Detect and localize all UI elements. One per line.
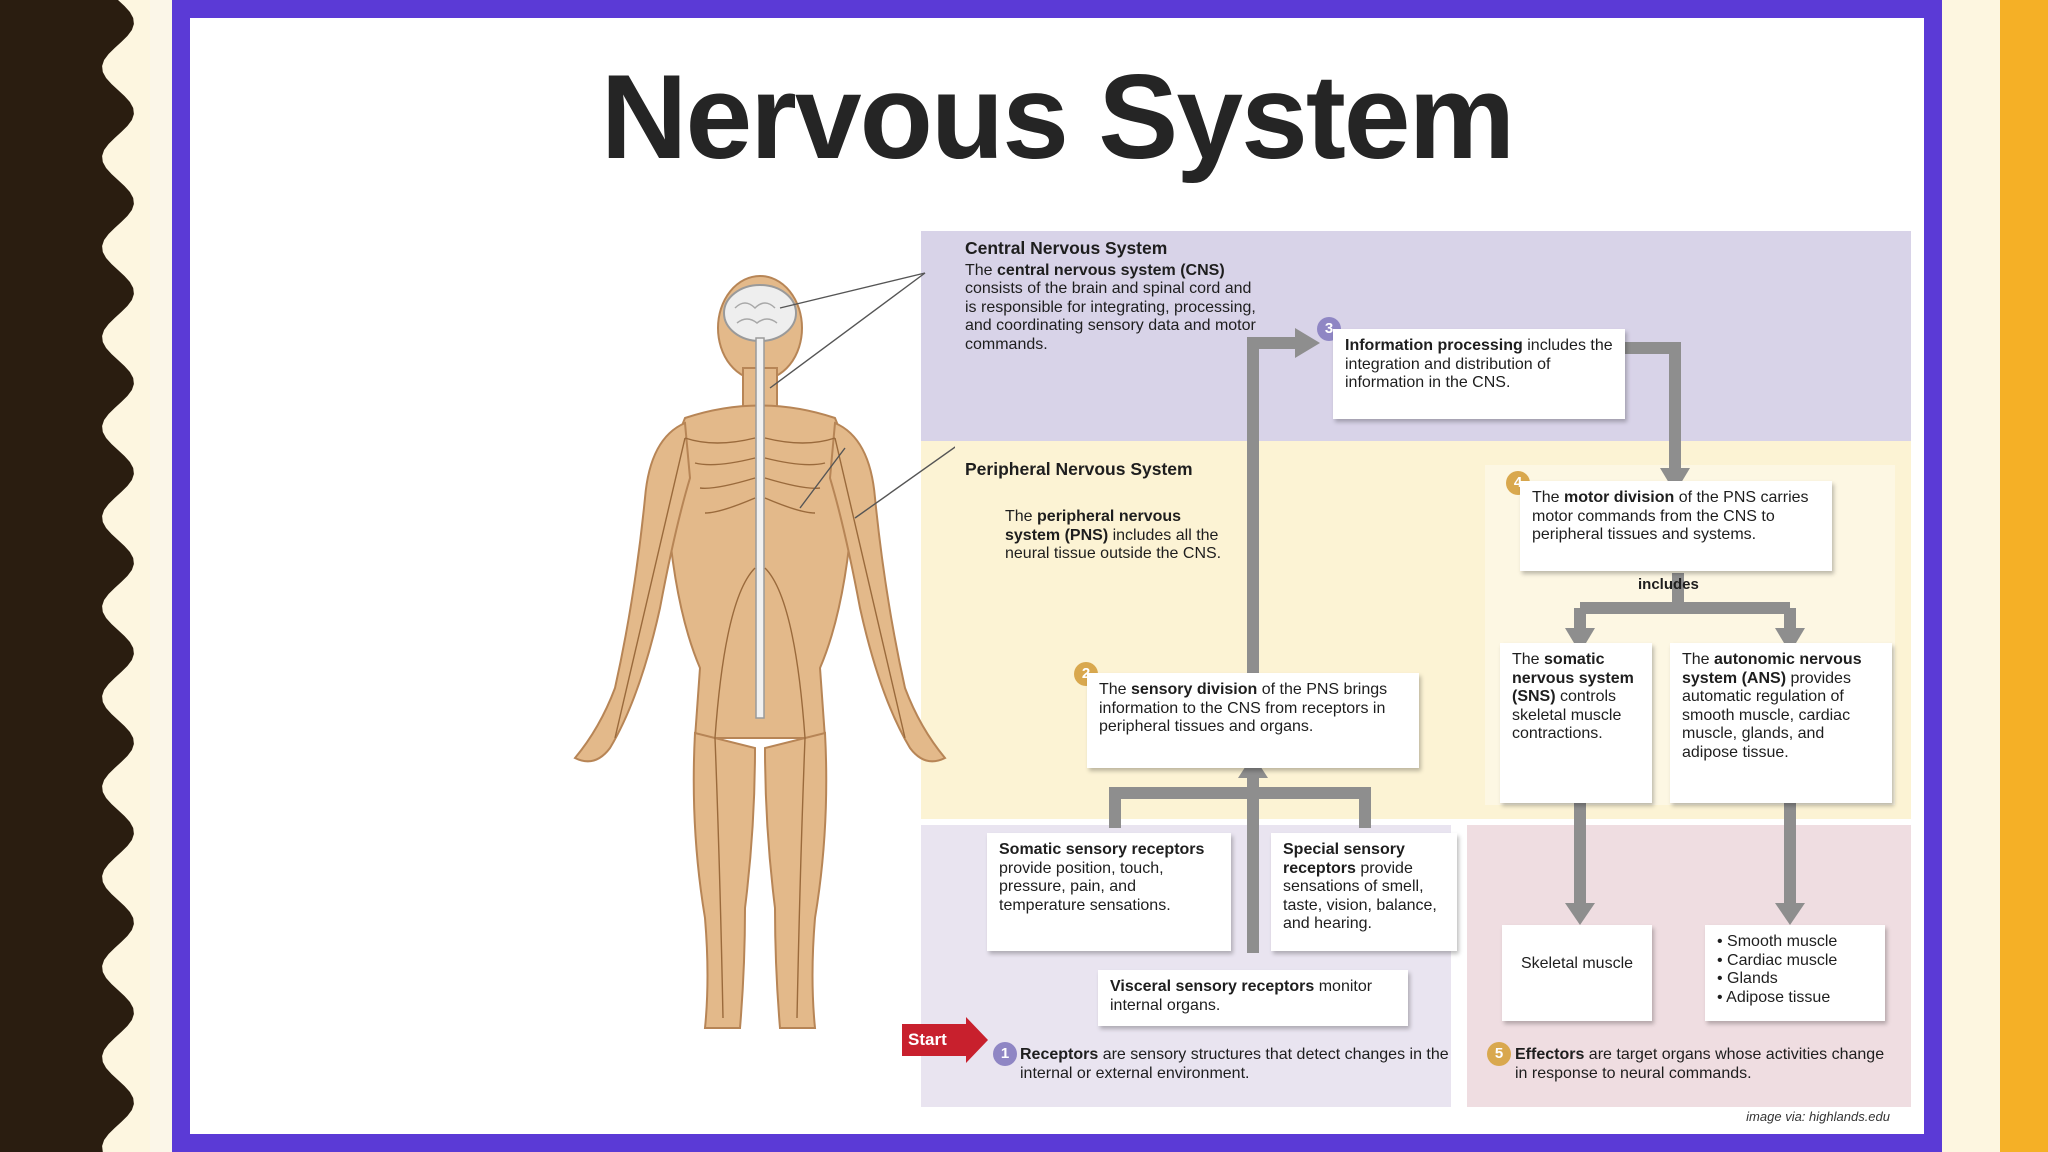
wave-shape	[0, 0, 134, 1152]
skeletal-muscle-label: Skeletal muscle	[1520, 955, 1634, 972]
ans-text: provides automatic regulation of smooth …	[1682, 669, 1851, 761]
skeletal-muscle-box: Skeletal muscle	[1502, 925, 1652, 1021]
start-arrow-tip	[966, 1017, 988, 1063]
gold-accent-strip	[2000, 0, 2048, 1152]
human-body-illustration	[573, 272, 955, 1029]
slide-title: Nervous System	[600, 50, 1515, 184]
pns-heading: Peripheral Nervous System	[965, 459, 1193, 479]
sensory-division-box: The sensory division of the PNS brings i…	[1087, 673, 1419, 768]
visceral-receptors-box: Visceral sensory receptors monitor inter…	[1098, 970, 1408, 1026]
receptors-definition: Receptors are sensory structures that de…	[1020, 1046, 1460, 1083]
ans-term: autonomic nervous system (ANS)	[1682, 651, 1862, 687]
receptors-term: Receptors	[1020, 1046, 1099, 1063]
effectors-text: are target organs whose activities chang…	[1515, 1046, 1885, 1082]
pns-description: includes all the neural tissue outside t…	[1005, 526, 1222, 563]
wavy-border-decoration	[0, 0, 150, 1152]
sns-term: somatic nervous system (SNS)	[1512, 651, 1634, 705]
somatic-receptors-box: Somatic sensory receptors provide positi…	[987, 833, 1231, 951]
special-text: provide sensations of smell, taste, visi…	[1283, 859, 1437, 933]
effector-item: • Glands	[1717, 970, 1778, 987]
step-1-badge: 1	[993, 1042, 1017, 1066]
sns-pre: The	[1512, 651, 1545, 668]
effectors-definition: Effectors are target organs whose activi…	[1515, 1046, 1895, 1083]
effectors-term: Effectors	[1515, 1046, 1585, 1063]
pns-description-block: The peripheral nervous system (PNS) incl…	[1005, 508, 1225, 564]
includes-label: includes	[1638, 576, 1699, 593]
motor-division-box: The motor division of the PNS carries mo…	[1520, 481, 1832, 571]
cns-pre: The	[965, 261, 998, 279]
info-processing-term: Information processing	[1345, 337, 1523, 354]
special-term: Special sensory receptors	[1283, 841, 1405, 877]
slide-frame: Nervous System	[172, 0, 1942, 1152]
receptors-text: are sensory structures that detect chang…	[1020, 1046, 1449, 1082]
sensory-text: of the PNS brings information to the CNS…	[1099, 681, 1388, 735]
visceral-term: Visceral sensory receptors	[1110, 978, 1315, 995]
cns-description: consists of the brain and spinal cord an…	[965, 280, 1256, 353]
nervous-system-diagram: Central Nervous System The central nervo…	[365, 213, 1935, 1123]
ans-pre: The	[1682, 651, 1715, 668]
motor-term: motor division	[1564, 489, 1675, 506]
step-5-badge: 5	[1487, 1042, 1511, 1066]
visceral-text: monitor internal organs.	[1110, 978, 1373, 1014]
ans-box: The autonomic nervous system (ANS) provi…	[1670, 643, 1892, 803]
special-receptors-box: Special sensory receptors provide sensat…	[1271, 833, 1457, 951]
sns-box: The somatic nervous system (SNS) control…	[1500, 643, 1652, 803]
effector-item: • Smooth muscle	[1717, 933, 1838, 950]
cns-heading: Central Nervous System	[965, 238, 1168, 258]
effector-item: • Adipose tissue	[1717, 988, 1831, 1006]
effector-list-box: • Smooth muscle • Cardiac muscle • Gland…	[1705, 925, 1885, 1021]
motor-pre: The	[1532, 489, 1565, 506]
start-arrow: Start	[902, 1024, 966, 1056]
sensory-term: sensory division	[1131, 681, 1258, 698]
somatic-term: Somatic sensory receptors	[999, 841, 1205, 858]
cns-text-block: Central Nervous System The central nervo…	[965, 239, 1265, 354]
pns-term: peripheral nervous system (PNS)	[1005, 508, 1182, 544]
sensory-pre: The	[1099, 681, 1132, 698]
somatic-text: provide position, touch, pressure, pain,…	[999, 859, 1171, 914]
image-credit: image via: highlands.edu	[1746, 1109, 1890, 1124]
info-processing-box: Information processing includes the inte…	[1333, 329, 1625, 419]
pns-pre: The	[1005, 508, 1038, 525]
info-processing-text: includes the integration and distributio…	[1345, 337, 1613, 391]
pns-text-block: Peripheral Nervous System	[965, 460, 1205, 479]
effector-item: • Cardiac muscle	[1717, 951, 1838, 969]
cns-term: central nervous system (CNS)	[997, 261, 1225, 279]
motor-text: of the PNS carries motor commands from t…	[1532, 489, 1809, 543]
sns-text: controls skeletal muscle contractions.	[1512, 688, 1622, 742]
